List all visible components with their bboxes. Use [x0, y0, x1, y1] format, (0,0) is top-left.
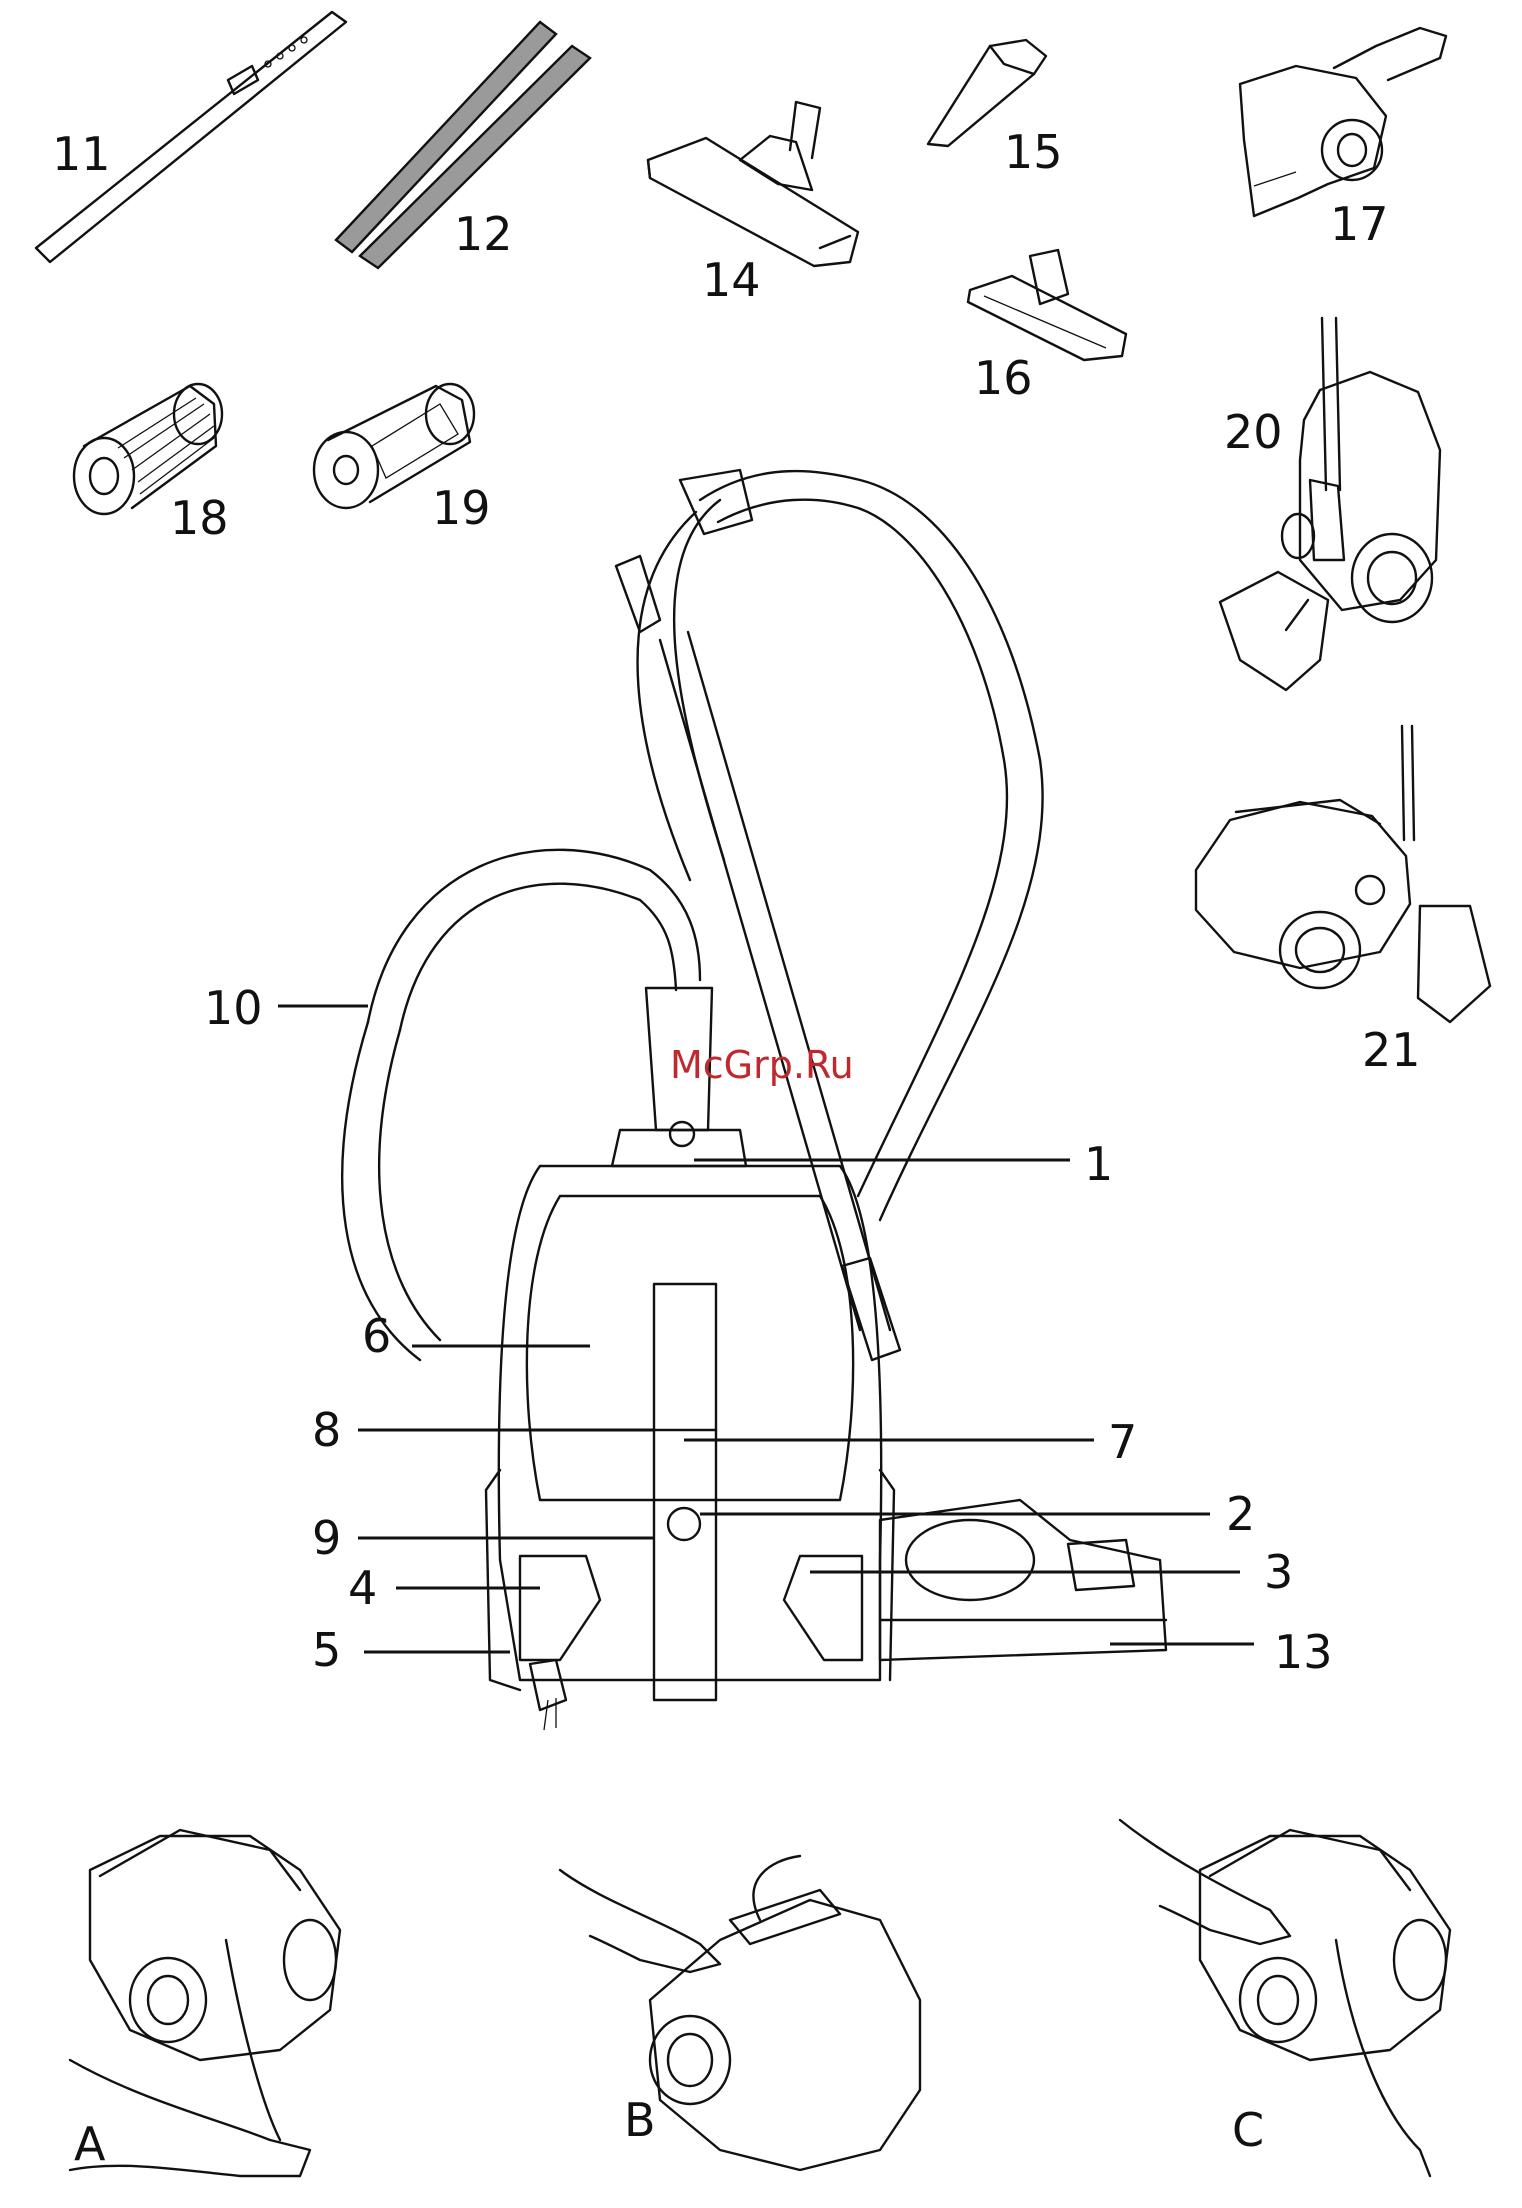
label-13: 13 [1274, 1625, 1333, 1679]
label-20: 20 [1224, 405, 1283, 459]
parking-view-20 [1220, 318, 1440, 690]
label-step-b: B [624, 2093, 656, 2147]
label-21: 21 [1362, 1023, 1421, 1077]
label-15: 15 [1004, 125, 1063, 179]
label-11: 11 [52, 127, 111, 181]
label-5: 5 [312, 1623, 341, 1677]
label-1: 1 [1084, 1137, 1113, 1191]
label-14: 14 [702, 253, 761, 307]
label-3: 3 [1264, 1545, 1293, 1599]
label-9: 9 [312, 1511, 341, 1565]
label-19: 19 [432, 481, 491, 535]
floor-nozzle-14 [648, 102, 858, 266]
label-16: 16 [974, 351, 1033, 405]
label-step-c: C [1232, 2103, 1264, 2157]
label-12: 12 [454, 207, 513, 261]
upholstery-nozzle-16 [968, 250, 1126, 360]
label-17: 17 [1330, 197, 1389, 251]
main-vacuum-cleaner [342, 470, 1166, 1730]
label-7: 7 [1108, 1415, 1137, 1469]
label-step-a: A [74, 2117, 106, 2171]
part-number-labels: 11 12 14 15 16 17 18 19 20 21 10 1 6 8 7… [52, 125, 1421, 2171]
step-c-illustration [1120, 1820, 1450, 2176]
step-a-illustration [70, 1830, 340, 2176]
watermark: McGrp.Ru [670, 1043, 854, 1087]
turbo-brush-17 [1240, 28, 1446, 216]
label-8: 8 [312, 1403, 341, 1457]
leader-lines [278, 1006, 1254, 1652]
label-2: 2 [1226, 1487, 1255, 1541]
storage-view-21 [1196, 726, 1490, 1022]
step-b-illustration [560, 1856, 920, 2170]
label-6: 6 [362, 1309, 391, 1363]
label-4: 4 [348, 1561, 377, 1615]
label-18: 18 [170, 491, 229, 545]
label-10: 10 [204, 981, 263, 1035]
